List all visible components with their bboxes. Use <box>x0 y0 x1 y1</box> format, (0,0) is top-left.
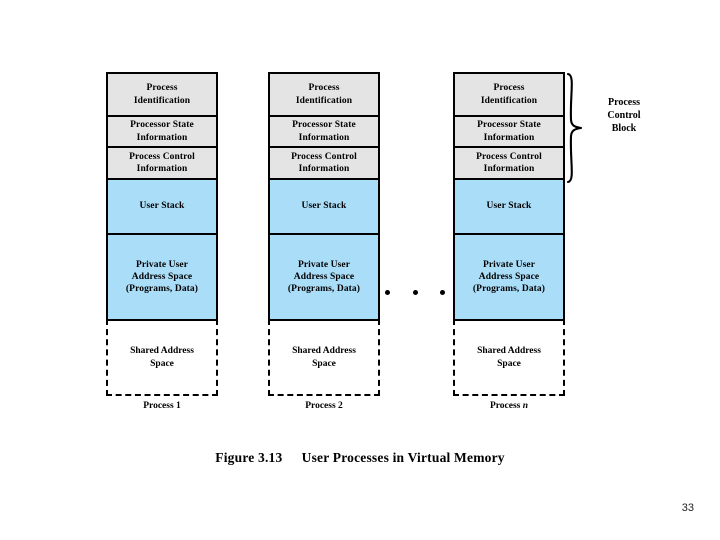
block-line: Shared Address <box>292 346 356 357</box>
process-label-1: Process 1 <box>106 401 218 411</box>
block-line: Information <box>136 132 188 143</box>
block-line: Process Control <box>291 151 357 162</box>
block-line: Address Space <box>293 271 355 282</box>
block-line: Information <box>298 164 350 174</box>
process-ellipsis <box>385 284 445 300</box>
memory-block-shared-address-space: Shared Address Space <box>453 319 565 396</box>
memory-block-shared-address-space: Shared Address Space <box>268 319 380 396</box>
block-line: Process <box>308 83 340 94</box>
block-line: Shared Address <box>477 346 541 357</box>
block-line: Processor State <box>292 120 356 131</box>
process-column-n: Process Identification Processor State I… <box>453 72 565 411</box>
block-line: Identification <box>480 95 538 106</box>
memory-block-user-stack: User Stack <box>268 178 380 233</box>
memory-block-process-identification: Process Identification <box>453 72 565 115</box>
block-line: (Programs, Data) <box>472 284 546 295</box>
process-label-index: 2 <box>338 401 343 411</box>
right-curly-brace-icon <box>566 72 583 184</box>
memory-block-shared-address-space: Shared Address Space <box>106 319 218 396</box>
block-line: Identification <box>133 95 191 106</box>
memory-block-user-stack: User Stack <box>106 178 218 233</box>
process-control-block-label: Process Control Block <box>588 96 660 135</box>
pcb-label-line: Block <box>611 123 637 134</box>
block-line: Information <box>483 164 535 174</box>
memory-block-private-user-address-space: Private User Address Space (Programs, Da… <box>453 233 565 319</box>
pcb-label-line: Control <box>607 110 641 121</box>
block-line: User Stack <box>139 201 185 212</box>
block-line: Information <box>483 132 535 143</box>
block-line: Processor State <box>477 120 541 131</box>
page-number: 33 <box>681 502 694 514</box>
process-control-block-annotation: Process Control Block <box>566 72 666 184</box>
block-line: Information <box>298 132 350 143</box>
block-line: Address Space <box>131 271 193 282</box>
memory-block-process-identification: Process Identification <box>106 72 218 115</box>
block-line: Process Control <box>476 151 542 162</box>
process-label-n: Process n <box>453 401 565 411</box>
memory-block-process-control-information: Process Control Information <box>453 146 565 178</box>
memory-block-processor-state-information: Processor State Information <box>268 115 380 146</box>
memory-block-processor-state-information: Processor State Information <box>453 115 565 146</box>
block-line: User Stack <box>301 201 347 212</box>
process-label-index: 1 <box>176 401 181 411</box>
memory-block-process-control-information: Process Control Information <box>106 146 218 178</box>
block-line: Private User <box>482 259 536 270</box>
memory-block-private-user-address-space: Private User Address Space (Programs, Da… <box>268 233 380 319</box>
memory-block-process-control-information: Process Control Information <box>268 146 380 178</box>
figure-caption: Figure 3.13 User Processes in Virtual Me… <box>0 450 720 466</box>
pcb-label-line: Process <box>607 97 641 108</box>
process-column-1: Process Identification Processor State I… <box>106 72 218 411</box>
memory-block-private-user-address-space: Private User Address Space (Programs, Da… <box>106 233 218 319</box>
process-column-2: Process Identification Processor State I… <box>268 72 380 411</box>
process-label-prefix: Process <box>305 401 336 411</box>
block-line: Space <box>312 358 336 369</box>
process-label-prefix: Process <box>489 401 521 411</box>
block-line: Process Control <box>129 151 195 162</box>
block-line: (Programs, Data) <box>125 284 199 295</box>
block-line: Address Space <box>478 271 540 282</box>
ellipsis-dot-icon <box>412 289 418 295</box>
figure-caption-label: Figure 3.13 <box>215 450 283 465</box>
block-line: (Programs, Data) <box>287 284 361 295</box>
block-line: Process <box>146 83 178 94</box>
figure-caption-title: User Processes in Virtual Memory <box>301 450 505 465</box>
block-line: Shared Address <box>130 346 194 357</box>
process-label-2: Process 2 <box>268 401 380 411</box>
block-line: Private User <box>297 259 351 270</box>
block-line: Private User <box>135 259 189 270</box>
block-line: Identification <box>295 95 353 106</box>
block-line: Process <box>493 83 525 94</box>
block-line: User Stack <box>486 201 532 212</box>
memory-block-process-identification: Process Identification <box>268 72 380 115</box>
ellipsis-dot-icon <box>385 289 390 295</box>
memory-block-processor-state-information: Processor State Information <box>106 115 218 146</box>
block-line: Information <box>136 164 188 174</box>
block-line: Space <box>497 358 521 369</box>
memory-block-user-stack: User Stack <box>453 178 565 233</box>
block-line: Processor State <box>130 120 194 131</box>
process-label-index: n <box>522 401 529 411</box>
block-line: Space <box>150 358 174 369</box>
ellipsis-dot-icon <box>440 289 445 295</box>
process-label-prefix: Process <box>143 401 174 411</box>
